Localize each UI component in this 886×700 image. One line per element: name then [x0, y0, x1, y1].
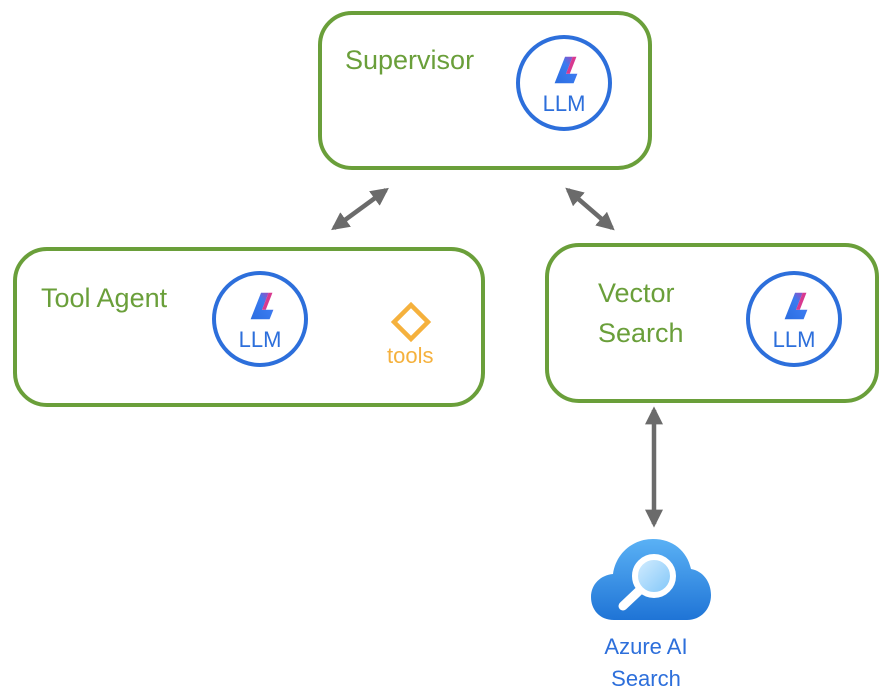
- vector-search-title-line1: Vector: [598, 278, 675, 308]
- vector-search-llm-label: LLM: [772, 327, 816, 352]
- azure-search-label-line2: Search: [611, 666, 681, 691]
- supervisor-title: Supervisor: [345, 45, 475, 75]
- tool-agent-llm: LLM: [212, 271, 308, 367]
- tools-diamond-icon: [390, 301, 432, 343]
- supervisor-llm: LLM: [516, 35, 612, 131]
- tool-agent-node: Tool Agent LLM tools: [13, 247, 485, 407]
- supervisor-tool-agent-arrow: [331, 187, 389, 231]
- vector-search-node: Vector Search LLM: [545, 243, 879, 403]
- tool-agent-llm-label: LLM: [238, 327, 282, 352]
- azure-search-label-line1: Azure AI: [604, 634, 688, 659]
- tools-label: tools: [387, 343, 434, 368]
- copilot-logo-icon: [784, 292, 808, 320]
- supervisor-llm-label: LLM: [542, 91, 586, 116]
- tool-agent-title: Tool Agent: [41, 283, 168, 313]
- vector-search-title-line2: Search: [598, 318, 684, 348]
- copilot-logo-icon: [554, 56, 578, 84]
- azure-search-cloud-icon: [591, 539, 711, 620]
- supervisor-node: Supervisor LLM: [318, 11, 652, 170]
- copilot-logo-icon: [250, 292, 274, 320]
- vector-search-llm: LLM: [746, 271, 842, 367]
- supervisor-vector-search-arrow: [565, 187, 615, 231]
